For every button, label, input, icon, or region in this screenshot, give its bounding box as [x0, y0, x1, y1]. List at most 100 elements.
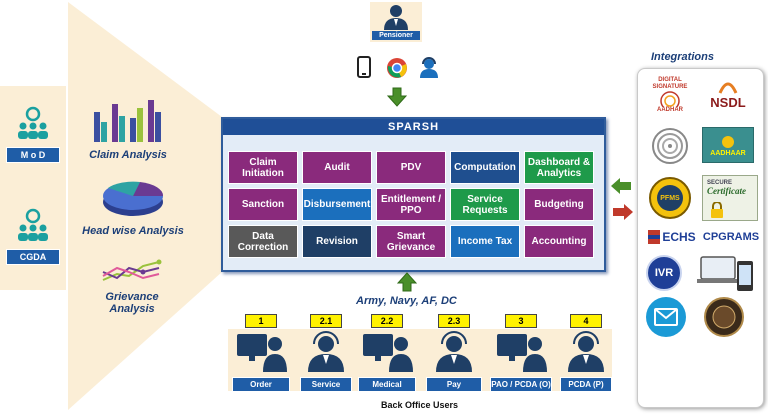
padlock-icon: [711, 202, 723, 218]
cpgrams-logo: CPGRAMS: [702, 227, 760, 247]
user-label: Service: [300, 377, 352, 392]
pie-chart-icon: [103, 181, 164, 216]
laptop-phone-icon: [697, 256, 753, 291]
logo-text: IVR: [654, 267, 674, 279]
agent-icon: [308, 331, 344, 372]
logo-text: AADHAAR: [710, 149, 746, 157]
group-people-icon: [18, 106, 48, 139]
sparsh-platform: SPARSH Claim Initiation Audit PDV Comput…: [221, 117, 606, 272]
role-label: M o D: [6, 147, 60, 163]
arrow-left-icon: [611, 178, 631, 194]
user-number: 2.2: [371, 314, 403, 328]
fingerprint-icon: [652, 128, 688, 164]
claim-analysis: Claim Analysis: [83, 98, 173, 161]
analysis-caption: Grievance: [105, 291, 159, 303]
ivr-logo: IVR: [646, 255, 682, 291]
seal-icon: [649, 177, 691, 219]
arrow-right-icon: [613, 204, 633, 220]
user-number: 3: [505, 314, 537, 328]
user-label: Medical: [358, 377, 416, 392]
logo-text: ECHS: [662, 230, 696, 244]
module-accounting: Accounting: [524, 225, 594, 258]
services-label: Army, Navy, AF, DC: [356, 295, 457, 307]
email-logo: [646, 297, 686, 337]
module-disbursement: Disbursement: [302, 188, 372, 221]
logo-text: DIGITAL: [658, 76, 682, 83]
user-at-monitor-icon: [237, 334, 287, 372]
agent-icon: [436, 331, 472, 372]
user-label: PAO / PCDA (O): [490, 377, 552, 392]
module-computation: Computation: [450, 151, 520, 184]
user-number: 2.3: [438, 314, 470, 328]
analysis-caption: Claim Analysis: [89, 149, 167, 161]
fingerprint-icon: [660, 90, 680, 107]
browser-icon: [387, 58, 407, 78]
pensioner-label: Pensioner: [372, 31, 420, 40]
logo-text: SIGNATURE: [652, 83, 688, 90]
back-office-user-medical: 2.2 Medical: [358, 314, 416, 392]
echs-logo: ECHS: [644, 227, 700, 247]
role-mod: M o D: [6, 106, 60, 163]
module-entitlement-ppo: Entitlement / PPO: [376, 188, 446, 221]
back-office-caption: Back Office Users: [381, 400, 459, 410]
sparsh-title: SPARSH: [223, 119, 604, 135]
logo-text: CPGRAMS: [702, 231, 760, 243]
role-cgda: CGDA: [6, 208, 60, 265]
user-number: 1: [245, 314, 277, 328]
grievance-analysis: Grievance Analysis: [92, 256, 172, 315]
role-label: CGDA: [6, 249, 60, 265]
echs-emblem-icon: [648, 230, 661, 244]
secure-certificate-logo: SECURE Certificate: [702, 175, 758, 221]
sparsh-modules: Claim Initiation Audit PDV Computation D…: [228, 151, 594, 258]
back-office-user-pcda-p: 4 PCDA (P): [560, 314, 612, 392]
mobile-phone-icon: [357, 56, 371, 78]
module-revision: Revision: [302, 225, 372, 258]
digital-signature-logo: DIGITAL SIGNATURE AADHAR: [646, 75, 694, 115]
pfms-logo: PFMS: [646, 175, 694, 221]
group-people-icon: [18, 208, 48, 241]
module-dashboard-analytics: Dashboard & Analytics: [524, 151, 594, 184]
module-income-tax: Income Tax: [450, 225, 520, 258]
support-agent-icon: [420, 57, 438, 78]
line-chart-icon: [102, 259, 162, 281]
integrations-title: Integrations: [651, 51, 714, 63]
back-office-user-pay: 2.3 Pay: [426, 314, 482, 392]
logo-text: SECURE: [707, 180, 733, 186]
nsdl-logo: NSDL: [702, 75, 754, 115]
head-wise-analysis: Head wise Analysis: [78, 176, 188, 237]
module-smart-grievance: Smart Grievance: [376, 225, 446, 258]
back-office-user-order: 1 Order: [232, 314, 290, 392]
logo-text: AADHAR: [657, 106, 683, 113]
envelope-icon: [654, 308, 678, 326]
back-office-user-pao-pcda-o: 3 PAO / PCDA (O): [490, 314, 552, 392]
user-label: PCDA (P): [560, 377, 612, 392]
rbi-logo: [702, 295, 746, 339]
module-service-requests: Service Requests: [450, 188, 520, 221]
rbi-emblem-icon: [704, 297, 744, 337]
module-budgeting: Budgeting: [524, 188, 594, 221]
user-label: Order: [232, 377, 290, 392]
pensioner: Pensioner: [370, 2, 422, 42]
user-label: Pay: [426, 377, 482, 392]
person-icon: [384, 5, 408, 30]
user-number: 4: [570, 314, 602, 328]
back-office-user-service: 2.1 Service: [300, 314, 352, 392]
user-at-monitor-icon: [363, 334, 413, 372]
module-claim-initiation: Claim Initiation: [228, 151, 298, 184]
user-number: 2.1: [310, 314, 342, 328]
aadhaar-card-logo: AADHAAR: [702, 127, 754, 163]
module-audit: Audit: [302, 151, 372, 184]
module-data-correction: Data Correction: [228, 225, 298, 258]
logo-text: Certificate: [707, 186, 746, 196]
analysis-caption: Analysis: [109, 303, 155, 315]
arrow-up-icon: [397, 272, 417, 292]
analysis-caption: Head wise Analysis: [82, 225, 184, 237]
sms-notification-logo: [696, 251, 760, 295]
user-at-monitor-icon: [497, 334, 547, 372]
agent-icon: [568, 331, 604, 372]
swirl-icon: [718, 82, 738, 94]
integrations-panel: DIGITAL SIGNATURE AADHAR NSDL AADHAAR: [637, 68, 764, 408]
logo-text: NSDL: [710, 94, 746, 110]
aadhaar-fingerprint-logo: [646, 123, 694, 169]
sun-emblem-icon: [722, 135, 734, 148]
